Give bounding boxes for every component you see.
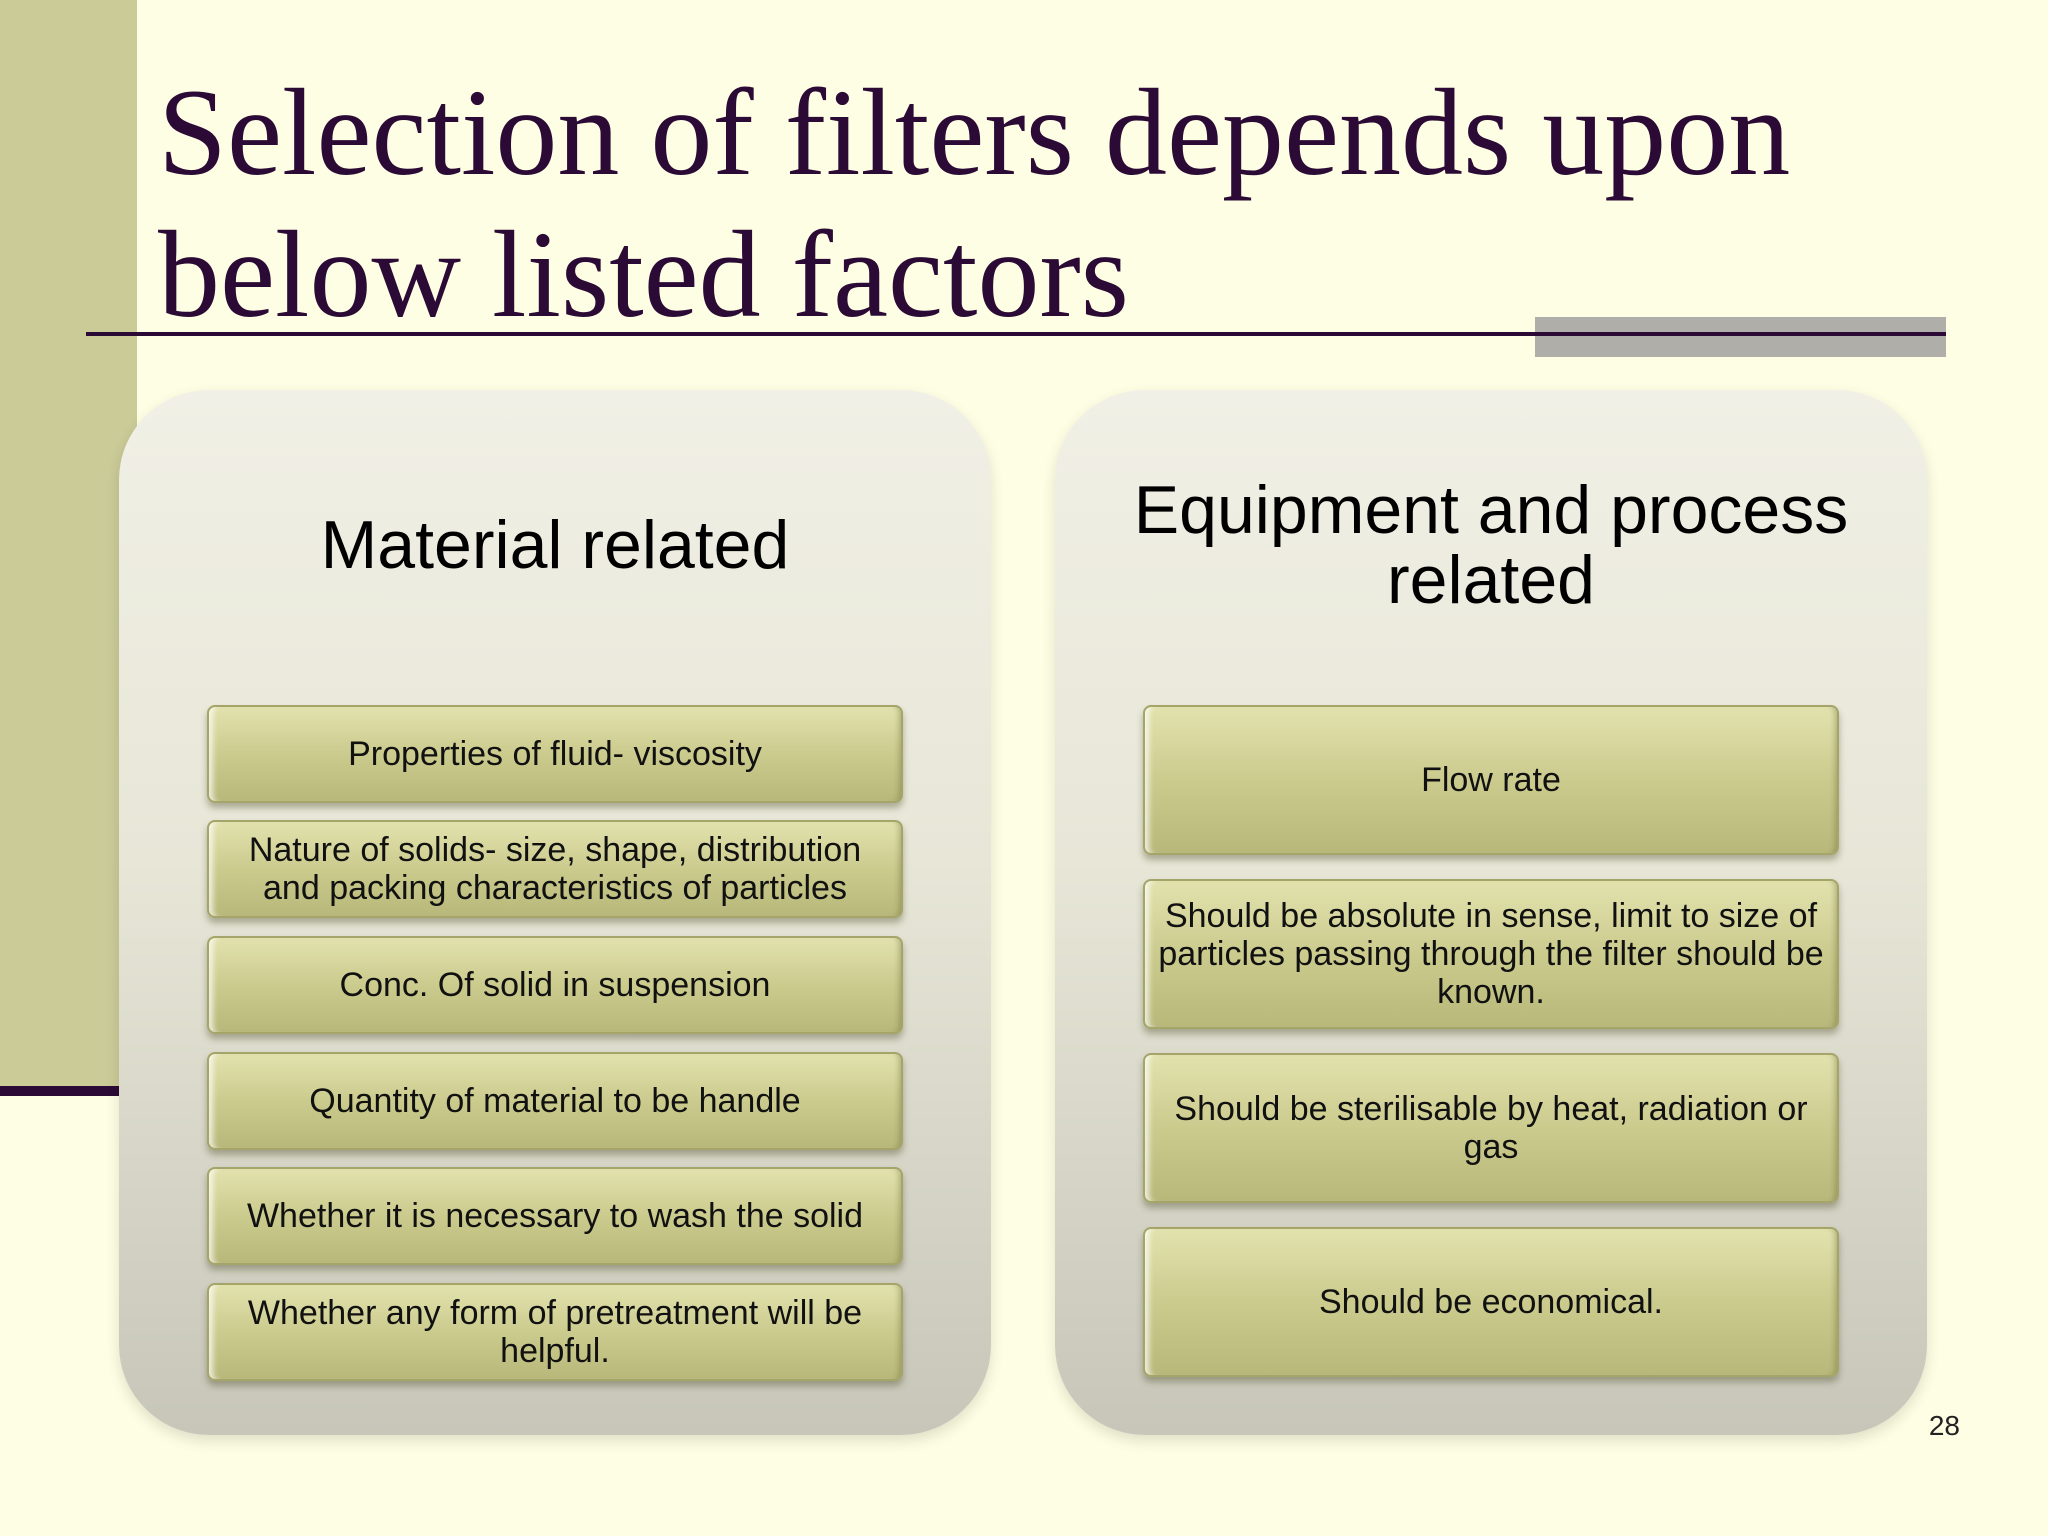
- list-item: Should be absolute in sense, limit to si…: [1143, 879, 1839, 1029]
- left-accent-band: [0, 0, 137, 1088]
- slide-title: Selection of filters depends upon below …: [158, 64, 1791, 343]
- equipment-process-panel: Equipment and process related Flow rate …: [1055, 390, 1927, 1435]
- page-number: 28: [1928, 1410, 1960, 1441]
- left-accent-rule: [0, 1086, 120, 1096]
- list-item: Should be sterilisable by heat, radiatio…: [1143, 1053, 1839, 1203]
- list-item: Flow rate: [1143, 705, 1839, 855]
- panel-heading: Equipment and process related: [1133, 472, 1849, 618]
- title-accent-bar: [1535, 317, 1946, 357]
- title-underline: [86, 332, 1946, 336]
- list-item: Should be economical.: [1143, 1227, 1839, 1377]
- list-item: Quantity of material to be handle: [207, 1052, 903, 1150]
- material-related-panel: Material related Properties of fluid- vi…: [119, 390, 991, 1435]
- panel-heading: Material related: [320, 507, 790, 583]
- list-item: Whether it is necessary to wash the soli…: [207, 1167, 903, 1265]
- list-item: Nature of solids- size, shape, distribut…: [207, 820, 903, 918]
- list-item: Conc. Of solid in suspension: [207, 936, 903, 1034]
- list-item: Whether any form of pretreatment will be…: [207, 1283, 903, 1381]
- list-item: Properties of fluid- viscosity: [207, 705, 903, 803]
